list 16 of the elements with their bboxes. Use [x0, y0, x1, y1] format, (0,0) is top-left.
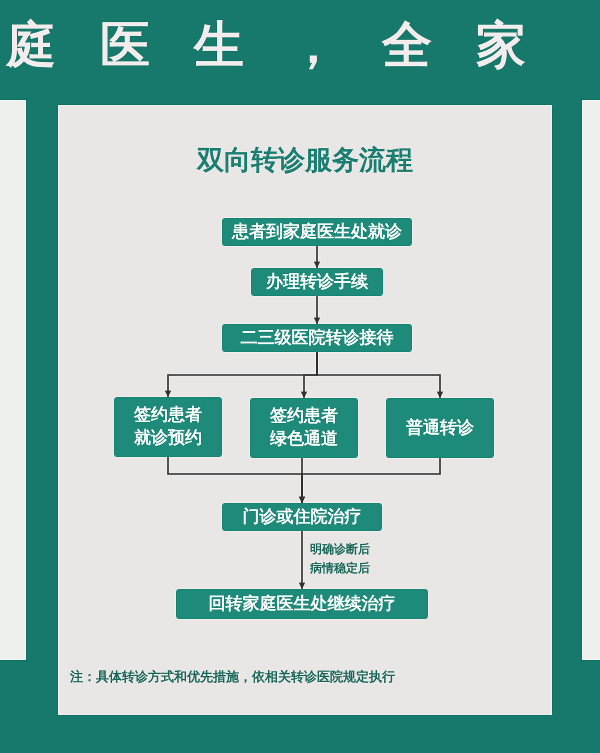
arrow [314, 246, 320, 268]
process-box: 普通转诊 [386, 398, 494, 458]
arrow [298, 531, 306, 589]
arrow [314, 296, 320, 324]
process-box: 办理转诊手续 [251, 268, 383, 296]
arrow [298, 458, 441, 503]
note: 注：具体转诊方式和优先措施，依相关转诊医院规定执行 [70, 668, 395, 686]
title: 双向转诊服务流程 [195, 144, 414, 178]
process-box: 签约患者绿色通道 [250, 398, 358, 458]
banner-text: 庭医生，全家 [6, 15, 570, 76]
arrow [316, 352, 444, 398]
process-box: 二三级医院转诊接待 [222, 324, 412, 352]
process-box: 签约患者就诊预约 [114, 397, 222, 457]
process-box: 患者到家庭医生处就诊 [222, 218, 412, 246]
process-box: 回转家庭医生处继续治疗 [176, 589, 428, 619]
process-box: 门诊或住院治疗 [222, 503, 382, 531]
